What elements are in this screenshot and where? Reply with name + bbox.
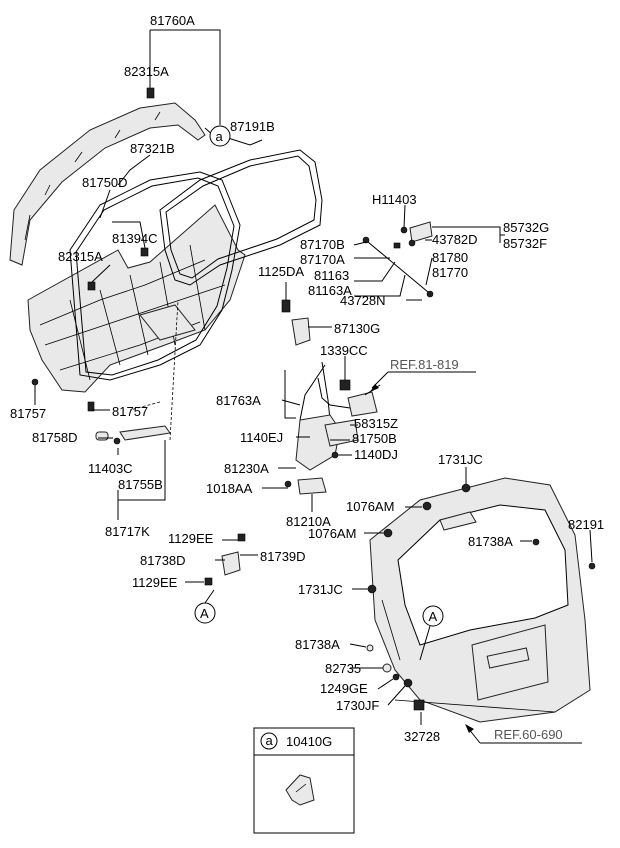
label-81210a: 81210A <box>286 514 331 529</box>
callout-a-top: a <box>209 125 231 147</box>
label-81758d: 81758D <box>32 430 78 445</box>
label-81717k: 81717K <box>105 524 150 539</box>
label-1018aa: 1018AA <box>206 481 253 496</box>
label-1125da: 1125DA <box>258 264 304 279</box>
label-87170a: 87170A <box>300 252 345 267</box>
upper-garnish <box>9 102 206 266</box>
leader-lines-left <box>34 29 263 520</box>
callout-text: A <box>200 606 209 621</box>
label-81760a: 81760A <box>150 13 195 28</box>
lock-actuator-assembly <box>284 361 381 495</box>
part-labels: 81760A 82315A 87191B 87321B 81750D 81394… <box>10 13 604 744</box>
label-81163: 81163 <box>314 268 349 283</box>
label-1140dj: 1140DJ <box>354 447 398 462</box>
label-81750d: 81750D <box>82 175 128 190</box>
label-1249ge: 1249GE <box>320 681 368 696</box>
label-81770: 81770 <box>432 265 468 280</box>
label-1076am-1: 1076AM <box>346 499 394 514</box>
legend-callout: a <box>266 733 274 748</box>
label-81780: 81780 <box>432 250 468 265</box>
label-81163a: 81163A <box>308 283 352 298</box>
label-81757-right: 81757 <box>112 404 148 419</box>
callout-A-left: A <box>194 602 216 624</box>
label-1129ee-1: 1129EE <box>168 531 214 546</box>
hinge-bracket-81738d <box>185 533 258 604</box>
label-11403c: 11403C <box>88 461 133 476</box>
callout-A-door: A <box>419 605 444 661</box>
ref-81-819-group <box>370 371 476 392</box>
label-ref-81-819: REF.81-819 <box>390 357 459 372</box>
label-82315a-top: 82315A <box>124 64 169 79</box>
label-43728n: 43728N <box>340 293 386 308</box>
leader-lines-strut <box>353 204 505 301</box>
label-1076am-2: 1076AM <box>308 526 356 541</box>
label-1339cc: 1339CC <box>320 343 368 358</box>
label-85732g: 85732G <box>503 220 549 235</box>
label-81738a-1: 81738A <box>468 534 513 549</box>
callout-text: a <box>216 129 224 144</box>
leader-lines-tailgate <box>349 467 593 725</box>
label-87130g: 87130G <box>334 321 380 336</box>
label-1730jf: 1730JF <box>336 698 379 713</box>
hinge-85732 <box>393 221 433 249</box>
label-ref-60-690: REF.60-690 <box>494 727 563 742</box>
label-1140ej: 1140EJ <box>240 430 283 445</box>
label-82315a-mid: 82315A <box>58 249 103 264</box>
leader-lines-actuator <box>262 356 358 512</box>
label-81739d: 81739D <box>260 549 306 564</box>
label-1129ee-2: 1129EE <box>132 575 178 590</box>
label-81394c: 81394C <box>112 231 158 246</box>
label-43782d: 43782D <box>432 232 478 247</box>
label-87170b: 87170B <box>300 237 345 252</box>
legend-part-number: 10410G <box>286 734 332 749</box>
label-81738d: 81738D <box>140 553 186 568</box>
label-81763a: 81763A <box>216 393 261 408</box>
label-82735: 82735 <box>325 661 361 676</box>
label-1731jc-top: 1731JC <box>438 452 483 467</box>
label-81750b: 81750B <box>352 431 397 446</box>
label-81757-left: 81757 <box>10 406 46 421</box>
label-h11403: H11403 <box>372 192 417 207</box>
label-81738a-2: 81738A <box>295 637 340 652</box>
label-81230a: 81230A <box>224 461 269 476</box>
legend-box: a 10410G <box>253 727 355 834</box>
tailgate-trim-panel <box>27 204 246 393</box>
tailgate-door <box>369 477 591 723</box>
label-32728: 32728 <box>404 729 440 744</box>
weatherstrip-87321b <box>69 171 241 381</box>
clip-icon <box>285 774 315 806</box>
latch-87130g <box>281 282 332 346</box>
label-1731jc-left: 1731JC <box>298 582 343 597</box>
gas-strut <box>362 236 434 298</box>
panel-clips <box>31 87 155 445</box>
callout-text: A <box>429 609 438 624</box>
label-87191b: 87191B <box>230 119 275 134</box>
label-58315z: 58315Z <box>354 416 398 431</box>
grab-handle-81755b <box>119 425 171 441</box>
ref-60-690-group <box>465 724 582 744</box>
label-87321b: 87321B <box>130 141 175 156</box>
label-82191: 82191 <box>568 517 604 532</box>
label-81755b: 81755B <box>118 477 163 492</box>
glass-weatherstrip-87191b <box>159 149 323 286</box>
label-85732f: 85732F <box>503 236 547 251</box>
